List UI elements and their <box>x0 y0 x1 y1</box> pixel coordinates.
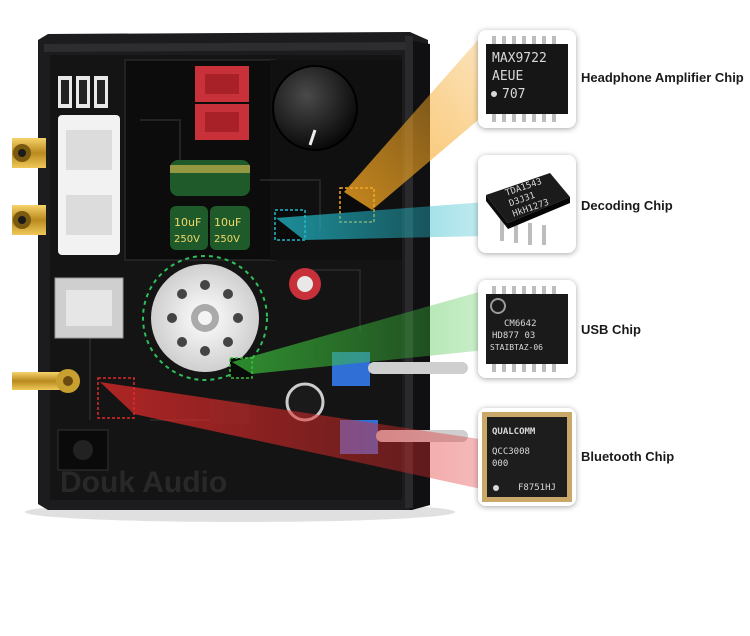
cap-label-left: 10uF <box>174 216 201 229</box>
usb-chip-line2: HD877 03 <box>492 331 535 341</box>
bluetooth-chip-line1: QUALCOMM <box>492 427 536 437</box>
headphone-chip-line3: 707 <box>502 87 525 102</box>
usb-chip-line1: CM6642 <box>504 319 537 329</box>
beam-usb <box>232 290 486 374</box>
cap-label-right: 10uF <box>214 216 241 229</box>
cap-voltage-left: 250V <box>174 234 200 245</box>
bluetooth-chip-label: Bluetooth Chip <box>581 449 675 464</box>
bluetooth-chip-image: QUALCOMM QCC3008 000 F8751HJ <box>482 412 572 502</box>
headphone-chip-card: MAX9722 AEUE 707 <box>478 30 576 128</box>
bluetooth-chip-line3: 000 <box>492 459 508 469</box>
decoding-chip-image: TDA1543 D3J31 HkH1273 <box>486 173 570 245</box>
rca-socket-block <box>58 115 120 255</box>
headphone-chip-line2: AEUE <box>492 69 523 84</box>
usb-chip-label: USB Chip <box>581 322 641 337</box>
cap-voltage-right: 250V <box>214 234 240 245</box>
bluetooth-chip-line2: QCC3008 <box>492 447 530 457</box>
headphone-chip-line1: MAX9722 <box>492 51 547 66</box>
beam-bluetooth <box>100 382 486 490</box>
red-trimmer-blocks <box>195 66 249 140</box>
volume-knob <box>272 65 358 151</box>
usb-chip-line3: STAIBTAZ-06 <box>490 343 543 352</box>
decoding-chip-card: TDA1543 D3J31 HkH1273 <box>478 155 576 253</box>
usb-chip-image: CM6642 HD877 03 STAIBTAZ-06 <box>486 286 568 372</box>
headphone-chip-image: MAX9722 AEUE 707 <box>486 36 568 122</box>
decoding-chip-label: Decoding Chip <box>581 198 673 213</box>
antenna-connector <box>12 369 80 393</box>
capacitor-bank: 10uF 250V 10uF 250V <box>170 160 325 422</box>
pin-header-top-left <box>58 76 108 108</box>
dc-power-jack <box>57 429 109 471</box>
bluetooth-chip-line4: F8751HJ <box>518 483 556 493</box>
watermark-text: Douk Audio <box>60 466 227 499</box>
usb-chip-card: CM6642 HD877 03 STAIBTAZ-06 <box>478 280 576 378</box>
beam-headphone <box>344 40 490 210</box>
beam-decoding <box>276 202 486 240</box>
rca-jack-top <box>12 138 46 168</box>
rca-jack-bottom <box>12 205 46 235</box>
bluetooth-chip-card: QUALCOMM QCC3008 000 F8751HJ <box>478 408 576 506</box>
tube-socket <box>142 255 268 381</box>
headphone-amplifier-chip-label: Headphone Amplifier Chip <box>581 70 744 85</box>
usb-b-port <box>54 277 124 339</box>
